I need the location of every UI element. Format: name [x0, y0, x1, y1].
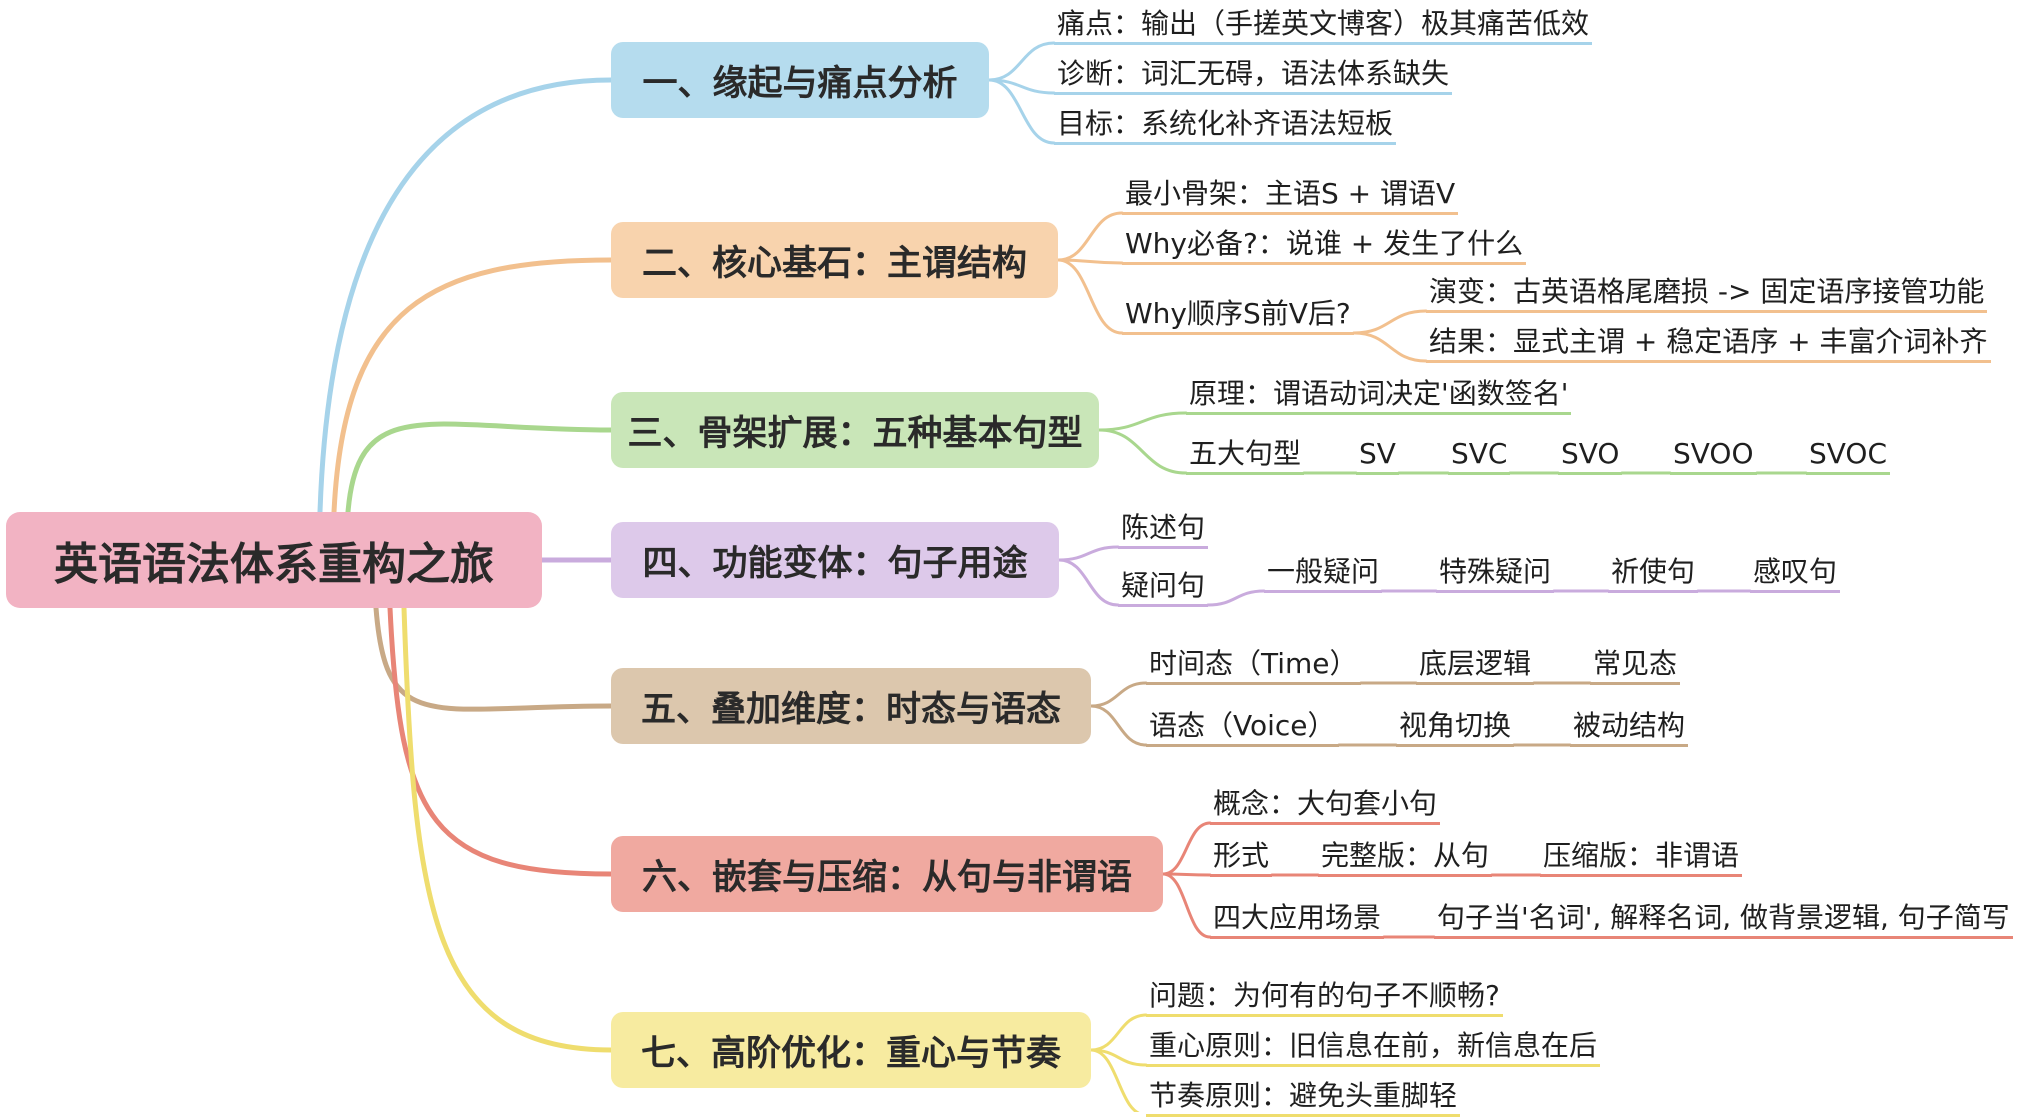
connector-1-1 — [1056, 258, 1124, 265]
leaf-tense: 时间态（Time） — [1146, 646, 1361, 685]
connector-root-branch-1 — [317, 77, 614, 515]
branch-tense-voice[interactable]: 五、叠加维度：时态与语态 — [611, 668, 1091, 744]
leaf-four-scenarios: 四大应用场景 — [1210, 900, 1385, 939]
leaf-voice: 语态（Voice） — [1146, 708, 1339, 747]
leaf-rhythm-principle: 节奏原则：避免头重脚轻 — [1146, 1078, 1461, 1117]
connector-2-1 — [1097, 428, 1188, 475]
connector-4-0 — [1089, 681, 1148, 708]
connector-root-branch-2 — [331, 257, 614, 515]
connector-0-0 — [987, 41, 1056, 82]
connector-6-2 — [1089, 1048, 1140, 1112]
connector-1-0 — [1056, 211, 1124, 262]
branch-sentence-function[interactable]: 四、功能变体：句子用途 — [611, 522, 1059, 598]
leaf-question: 问题：为何有的句子不顺畅? — [1146, 978, 1503, 1017]
chain-common-tenses: 常见态 — [1590, 646, 1681, 685]
leaf-min-skeleton: 最小骨架：主语S + 谓语V — [1122, 176, 1459, 215]
connector-1-2 — [1056, 258, 1124, 335]
chain-passive-structure: 被动结构 — [1570, 708, 1689, 747]
chain-svc: SVC — [1448, 436, 1511, 475]
leaf-evolution: 演变：古英语格尾磨损 -> 固定语序接管功能 — [1426, 274, 1988, 313]
chain-perspective-switch: 视角切换 — [1396, 708, 1515, 747]
branch-focus-rhythm[interactable]: 七、高阶优化：重心与节奏 — [611, 1012, 1091, 1088]
chain-svoc: SVOC — [1806, 436, 1891, 475]
branch-clause-nonfinite[interactable]: 六、嵌套与压缩：从句与非谓语 — [611, 836, 1163, 912]
leaf-why-order: Why顺序S前V后? — [1122, 296, 1354, 335]
chain-sv: SV — [1356, 436, 1399, 475]
leaf-concept: 概念：大句套小句 — [1210, 786, 1441, 825]
connector-5-2 — [1161, 872, 1212, 939]
connector-4-1 — [1089, 704, 1148, 747]
leaf-form: 形式 — [1210, 838, 1273, 877]
connector-7-1 — [1352, 331, 1428, 363]
connector-5-0 — [1161, 821, 1212, 876]
connector-0-2 — [987, 78, 1056, 145]
connector-6-0 — [1089, 1013, 1148, 1052]
connector-root-branch-7 — [401, 605, 614, 1053]
connector-root-branch-3 — [345, 421, 614, 515]
connector-3-1 — [1057, 558, 1120, 607]
chain-svoo: SVOO — [1670, 436, 1757, 475]
branch-origin[interactable]: 一、缘起与痛点分析 — [611, 42, 989, 118]
connector-root-branch-6 — [387, 605, 614, 877]
branch-core-subject-predicate[interactable]: 二、核心基石：主谓结构 — [611, 222, 1058, 298]
chain-exclamatory: 感叹句 — [1750, 554, 1841, 593]
leaf-diagnosis: 诊断：词汇无碍，语法体系缺失 — [1054, 56, 1453, 95]
chain-general-question: 一般疑问 — [1264, 554, 1383, 593]
chain-special-question: 特殊疑问 — [1436, 554, 1555, 593]
root-node[interactable]: 英语语法体系重构之旅 — [6, 512, 542, 608]
chain-link-1-0 — [1206, 589, 1266, 607]
chain-svo: SVO — [1558, 436, 1623, 475]
connector-7-0 — [1352, 309, 1428, 335]
leaf-goal: 目标：系统化补齐语法短板 — [1054, 106, 1397, 145]
leaf-interrogative: 疑问句 — [1118, 568, 1209, 607]
branch-five-sentence-patterns[interactable]: 三、骨架扩展：五种基本句型 — [611, 392, 1099, 468]
chain-underlying-logic: 底层逻辑 — [1416, 646, 1535, 685]
chain-scenarios-list: 句子当'名词', 解释名词, 做背景逻辑, 句子简写 — [1434, 900, 2013, 939]
connector-3-0 — [1057, 545, 1120, 562]
chain-compressed-nonfinite: 压缩版：非谓语 — [1540, 838, 1743, 877]
connector-2-0 — [1097, 411, 1188, 432]
leaf-focus-principle: 重心原则：旧信息在前，新信息在后 — [1146, 1028, 1601, 1067]
leaf-pain-point: 痛点：输出（手搓英文博客）极其痛苦低效 — [1054, 6, 1593, 45]
leaf-five-patterns: 五大句型 — [1186, 436, 1305, 475]
chain-imperative: 祈使句 — [1608, 554, 1699, 593]
leaf-principle: 原理：谓语动词决定'函数签名' — [1186, 376, 1572, 415]
leaf-result: 结果：显式主谓 + 稳定语序 + 丰富介词补齐 — [1426, 324, 1991, 363]
leaf-why-required: Why必备?：说谁 + 发生了什么 — [1122, 226, 1527, 265]
leaf-declarative: 陈述句 — [1118, 510, 1209, 549]
connector-root-branch-5 — [373, 605, 614, 712]
chain-full-clause: 完整版：从句 — [1318, 838, 1493, 877]
